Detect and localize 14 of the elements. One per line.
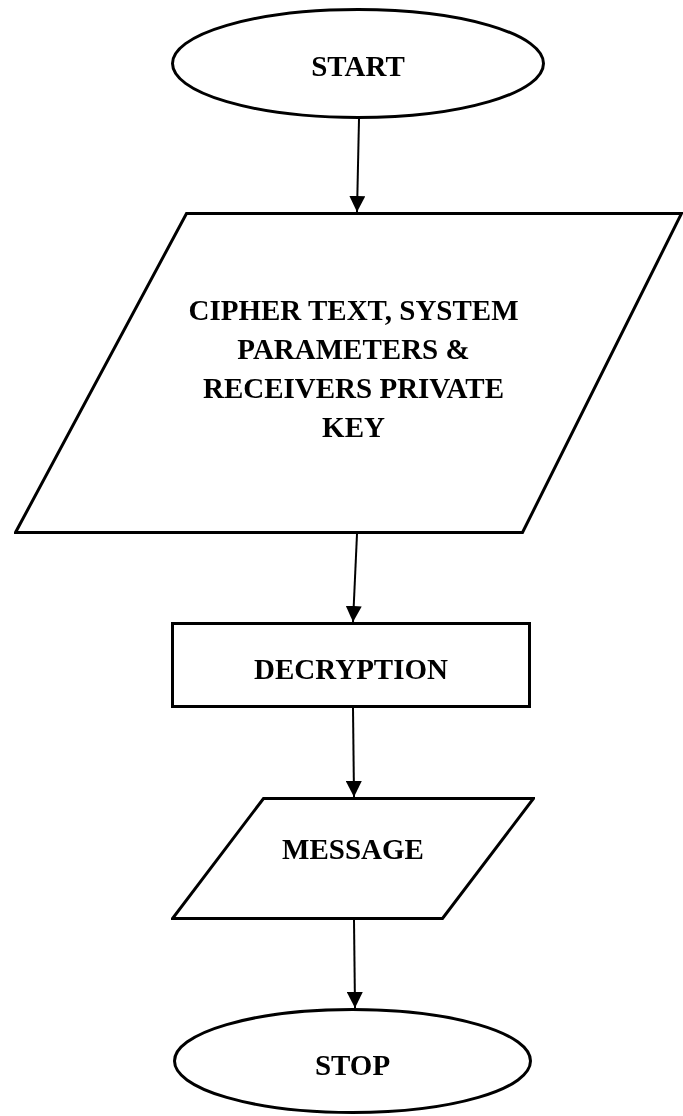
arrow: [346, 919, 363, 1009]
arrow: [345, 707, 362, 798]
output-parallelogram: [171, 797, 535, 920]
terminal-ellipse: [173, 1008, 532, 1114]
input-parallelogram: [14, 212, 683, 534]
input-label: CIPHER TEXT, SYSTEM PARAMETERS & RECEIVERS PRIVATE KEY: [187, 293, 520, 445]
terminal-label: STOP: [314, 1047, 391, 1083]
arrow: [345, 533, 362, 623]
process-rectangle: [171, 622, 531, 708]
terminal-label: START: [311, 49, 405, 84]
arrow: [349, 118, 366, 213]
process-label: DECRYPTION: [254, 651, 448, 687]
output-label: MESSAGE: [282, 832, 424, 867]
terminal-ellipse: [171, 8, 545, 119]
